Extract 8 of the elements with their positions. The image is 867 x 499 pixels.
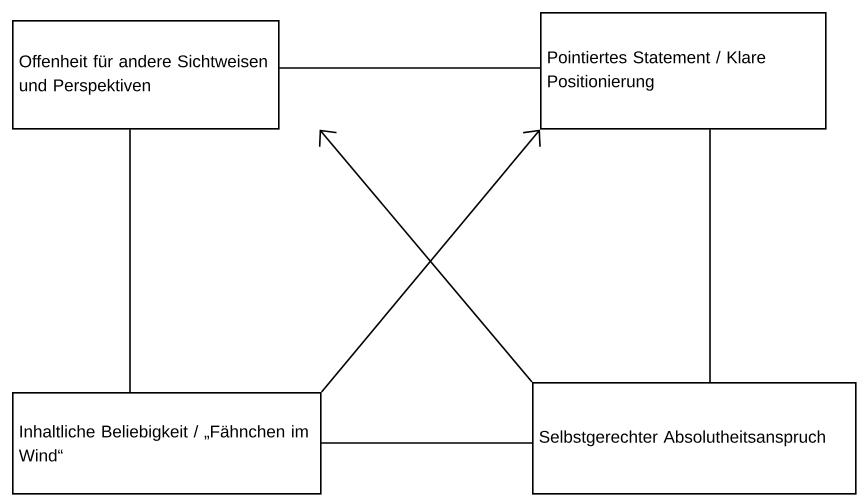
connector-line bbox=[129, 130, 131, 392]
text-box: Selbstgerechter Absolutheitsanspruch bbox=[532, 382, 857, 495]
connector-line bbox=[322, 442, 532, 444]
text-box: Pointiertes Statement / Klare Positionierung bbox=[540, 12, 827, 130]
text-box: Inhaltliche Beliebigkeit / „Fähnchen im Wind“ bbox=[12, 392, 322, 495]
text-box: Offenheit für andere Sichtweisen und Perspektiven bbox=[12, 20, 280, 130]
connector-line bbox=[709, 130, 711, 382]
connector-line bbox=[280, 67, 540, 69]
